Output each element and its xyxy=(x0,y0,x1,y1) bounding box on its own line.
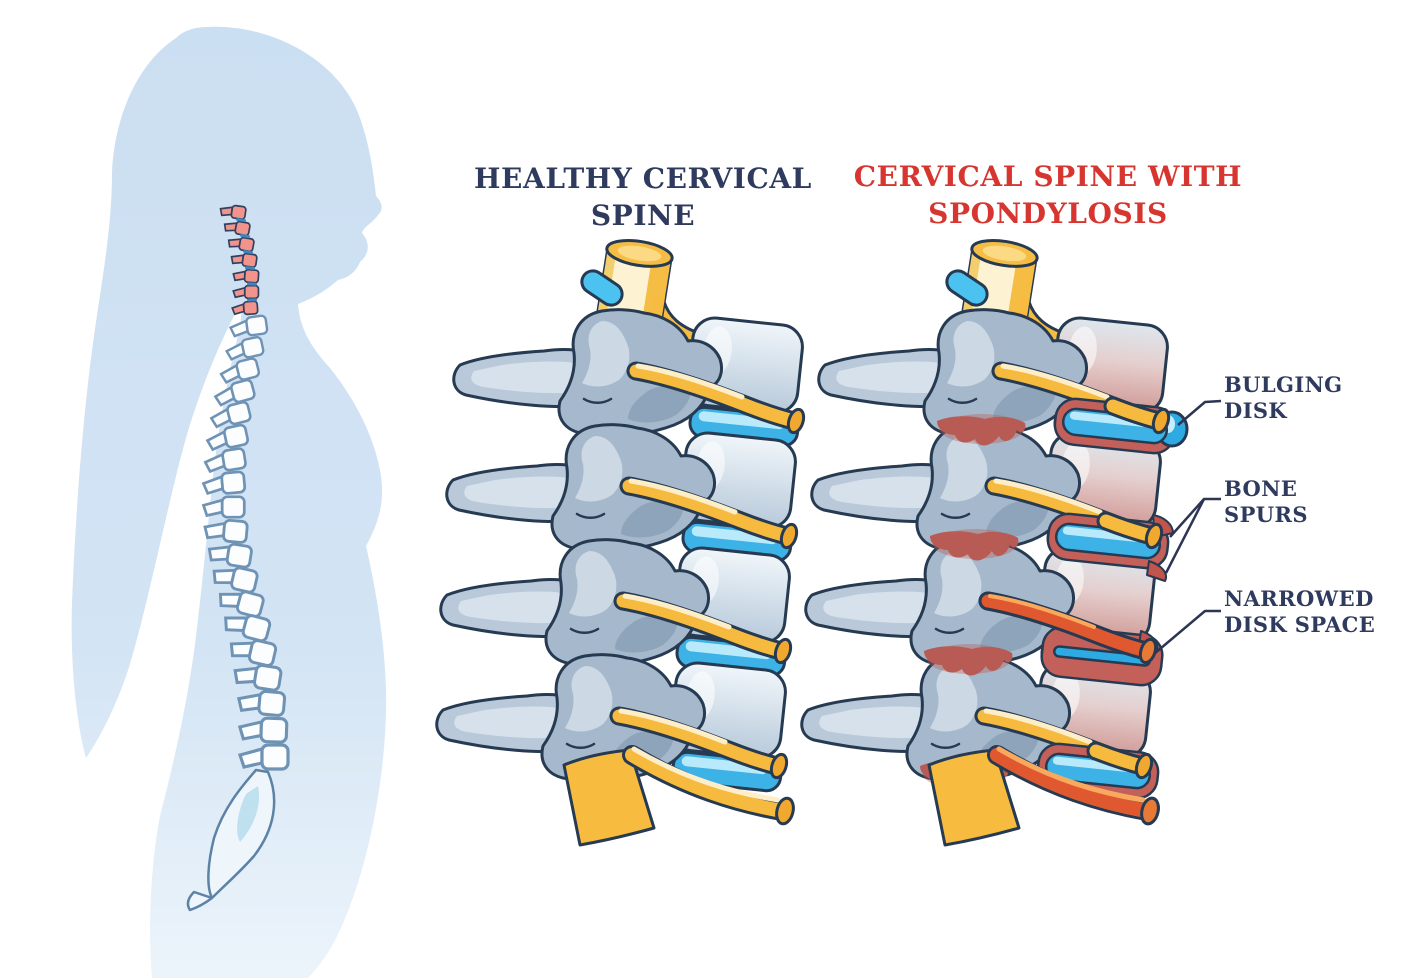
diseased-spine-illustration xyxy=(802,236,1189,845)
annotation-narrowed-disk-space-line2: DISK SPACE xyxy=(1224,612,1376,637)
annotation-narrowed-disk-space: NARROWED DISK SPACE xyxy=(1224,586,1375,638)
annotation-bulging-disk: BULGING DISK xyxy=(1224,372,1343,424)
healthy-spine-illustration xyxy=(437,236,809,845)
healthy-spine-title-line1: HEALTHY CERVICAL xyxy=(474,162,812,195)
compressed-exiting-nerve xyxy=(990,746,1160,826)
bulging-disk-leader-line xyxy=(1177,399,1222,426)
healthy-spine-title: HEALTHY CERVICAL SPINE xyxy=(438,160,848,234)
spondylosis-spine-title-line2: SPONDYLOSIS xyxy=(928,197,1168,230)
narrowed-disk-space-leader-line xyxy=(1153,609,1221,655)
nerve-root-ends xyxy=(1086,396,1171,780)
healthy-spine-title-line2: SPINE xyxy=(590,199,696,232)
annotation-bulging-disk-line2: DISK xyxy=(1224,398,1288,423)
spondylosis-spine-title-line1: CERVICAL SPINE WITH xyxy=(853,160,1243,193)
annotation-narrowed-disk-space-line1: NARROWED xyxy=(1224,586,1374,611)
bone-spurs-leader-line xyxy=(1164,497,1221,574)
annotation-bulging-disk-line1: BULGING xyxy=(1224,372,1343,397)
annotation-bone-spurs-line2: SPURS xyxy=(1224,502,1308,527)
leader-lines xyxy=(1153,399,1222,655)
silhouette-sacrum-shading xyxy=(237,786,260,842)
annotation-bone-spurs-line1: BONE xyxy=(1224,476,1298,501)
annotation-bone-spurs: BONE SPURS xyxy=(1224,476,1308,528)
spondylosis-spine-title: CERVICAL SPINE WITH SPONDYLOSIS xyxy=(838,158,1258,232)
patient-silhouette-panel xyxy=(71,26,387,978)
